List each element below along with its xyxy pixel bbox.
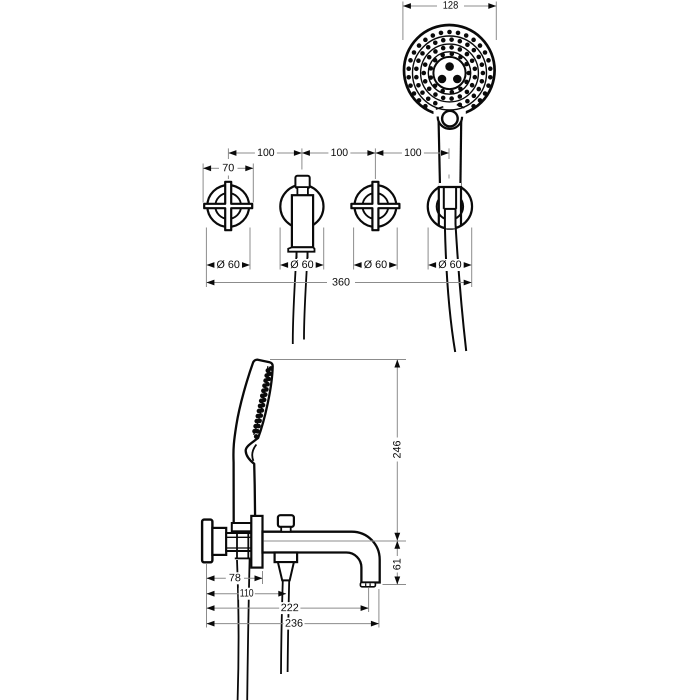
svg-text:222: 222	[281, 602, 299, 614]
svg-text:100: 100	[404, 147, 422, 159]
svg-text:128: 128	[443, 0, 459, 12]
svg-text:78: 78	[229, 572, 241, 584]
svg-text:70: 70	[222, 162, 234, 174]
svg-text:Ø 60: Ø 60	[438, 259, 461, 271]
svg-text:Ø 60: Ø 60	[216, 259, 239, 271]
svg-text:246: 246	[391, 440, 403, 458]
svg-text:100: 100	[331, 147, 349, 159]
svg-text:Ø 60: Ø 60	[364, 259, 387, 271]
svg-text:Ø 60: Ø 60	[290, 259, 313, 271]
svg-text:236: 236	[285, 618, 303, 630]
svg-text:100: 100	[257, 147, 275, 159]
svg-text:61: 61	[391, 558, 403, 570]
svg-text:360: 360	[332, 276, 350, 288]
svg-text:110: 110	[240, 588, 254, 600]
